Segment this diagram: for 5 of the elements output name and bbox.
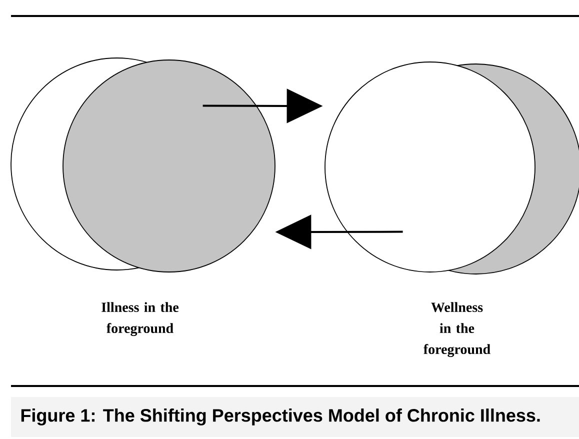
circle-label: Wellness in the foreground: [424, 302, 490, 357]
circle-label: Illness in the foreground: [102, 302, 179, 336]
caption-bar: Figure 1: The Shifting Perspectives Model of Chronic Illness.: [11, 397, 579, 437]
overlapping-circles: [10, 58, 276, 272]
overlapping-circles: [324, 62, 579, 274]
